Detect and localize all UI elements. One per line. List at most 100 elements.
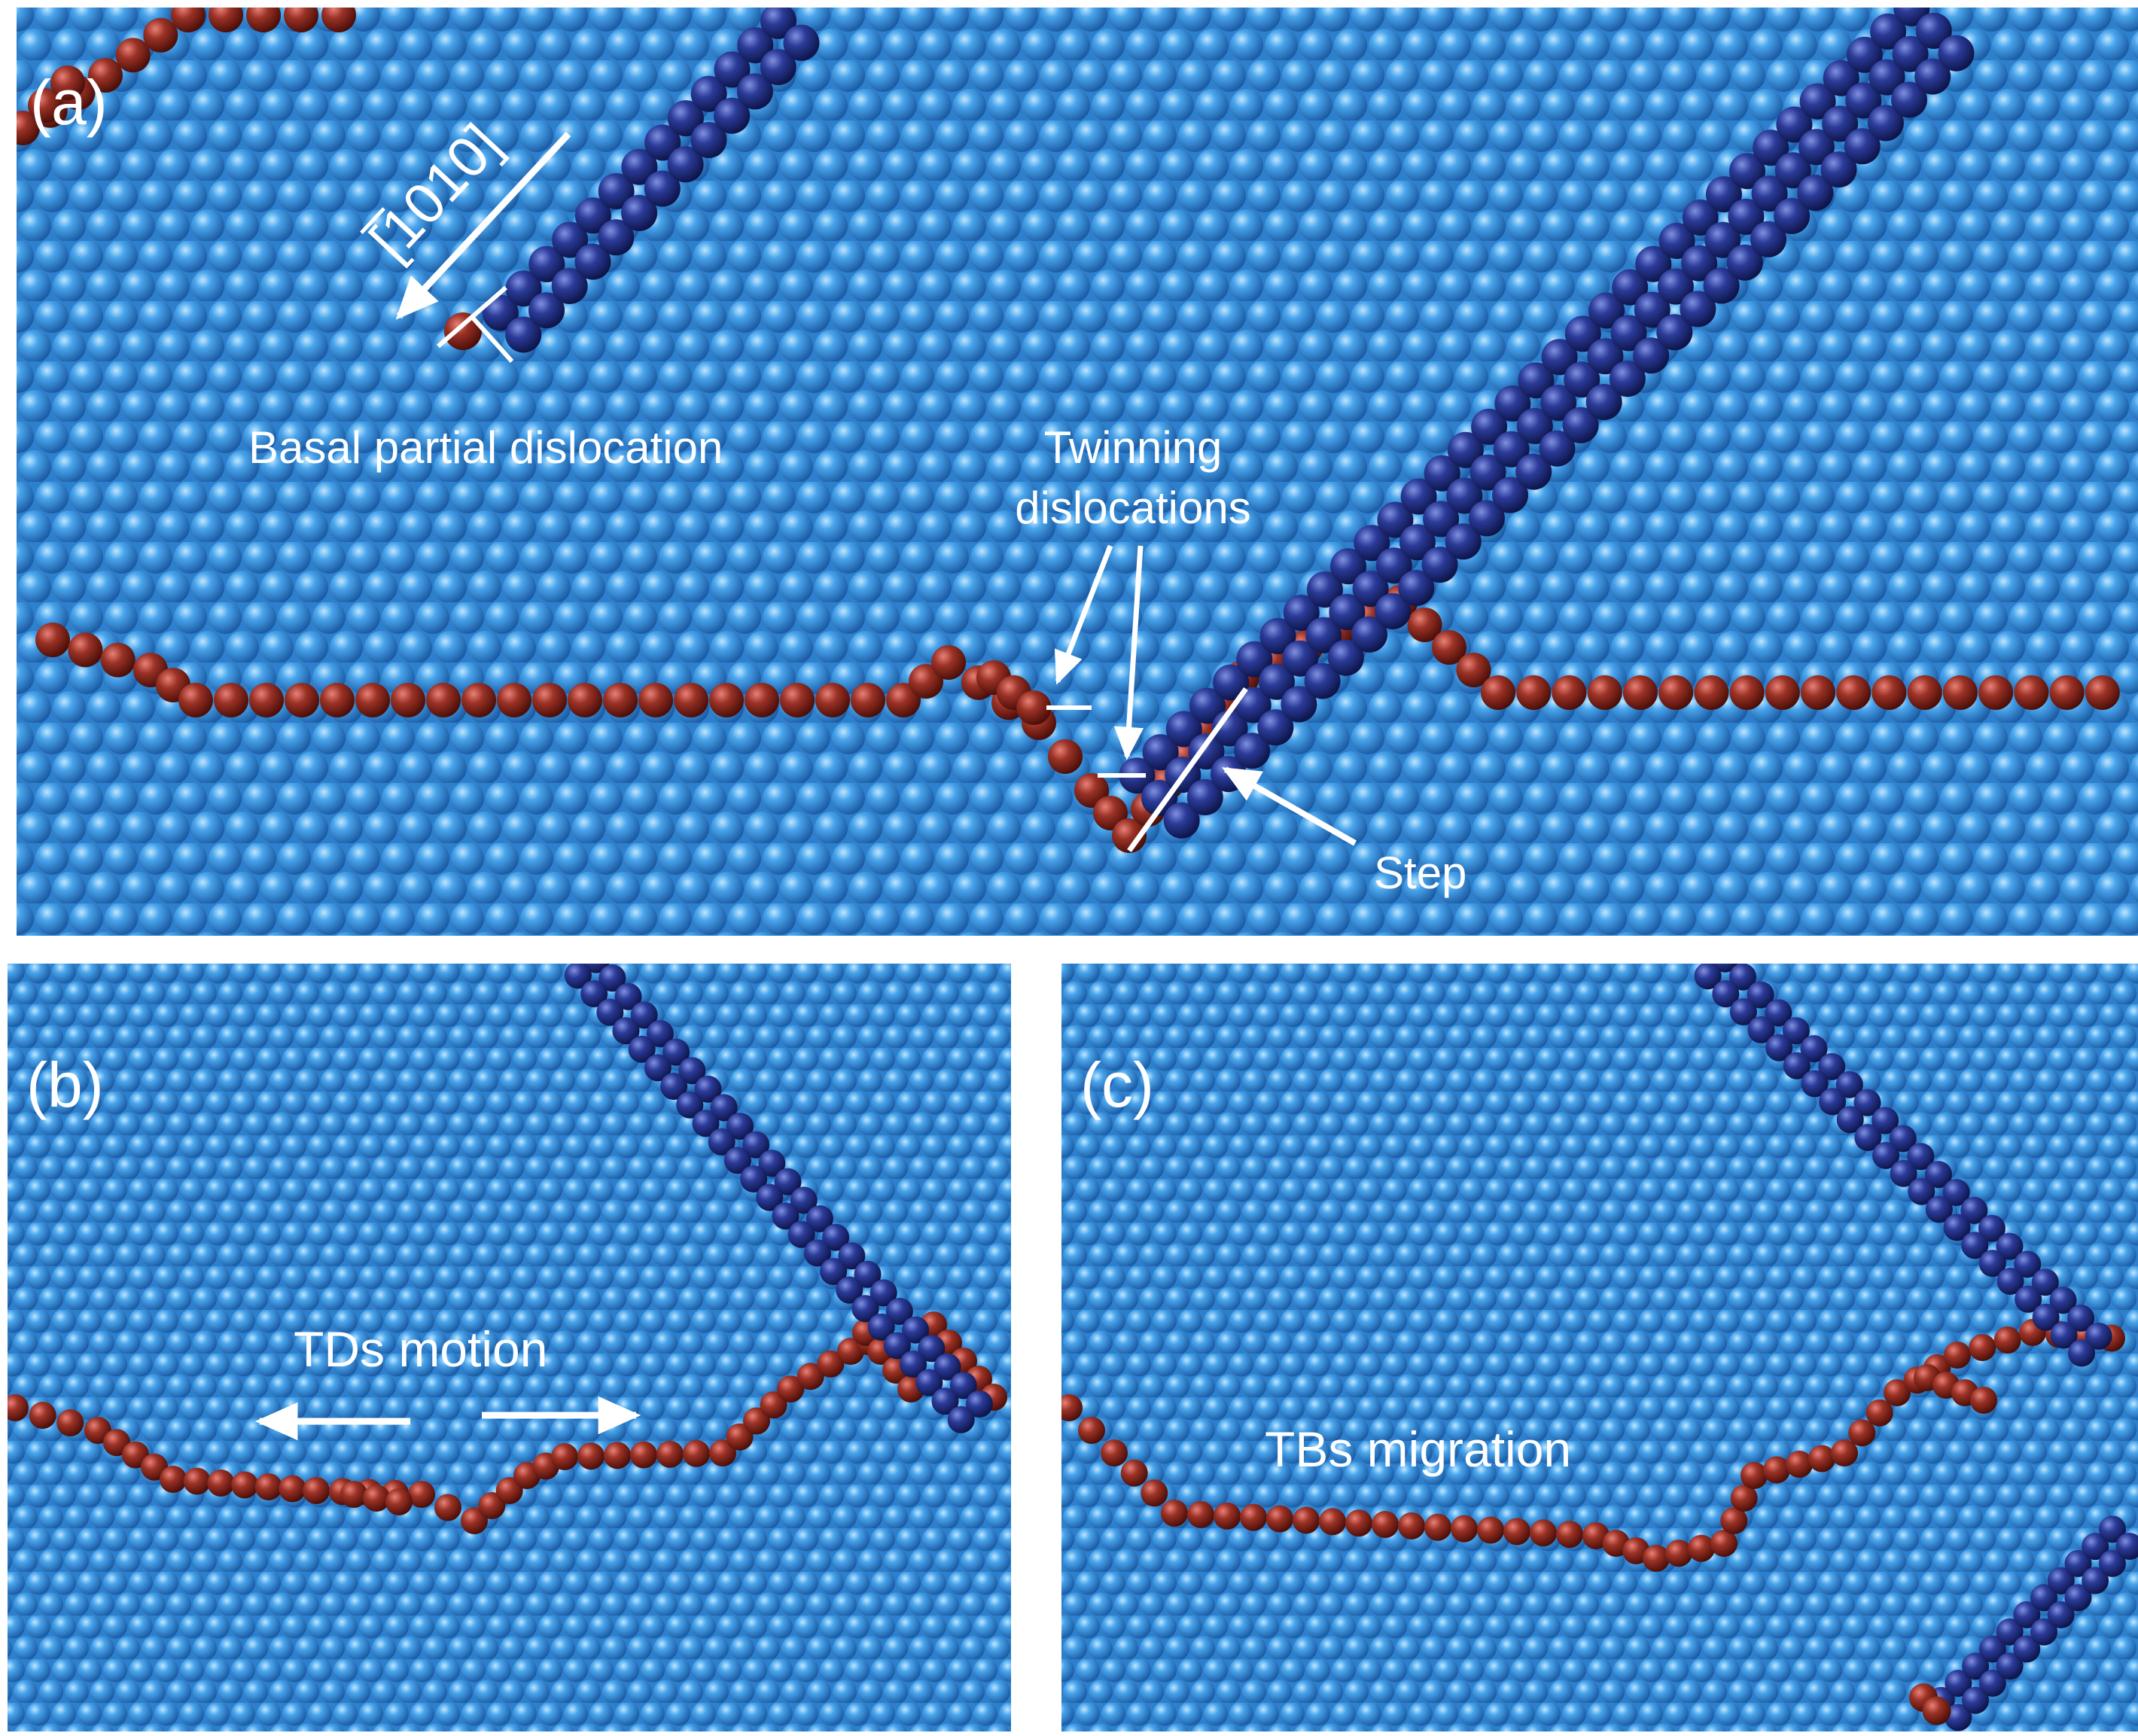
dislocation-atom	[1635, 245, 1672, 282]
dislocation-atom	[1853, 1089, 1881, 1116]
dislocation-atom	[1996, 1618, 2024, 1646]
dislocation-atom	[1633, 337, 1670, 374]
dislocation-atom	[1774, 197, 1811, 234]
dislocation-atom	[1945, 1670, 1972, 1697]
dislocation-atom	[806, 1205, 833, 1232]
twin-boundary-atom	[1969, 1334, 1996, 1361]
twin-boundary-atom	[630, 1441, 657, 1469]
dislocation-atom	[1978, 1635, 2006, 1663]
twin-boundary-atom	[303, 1477, 330, 1504]
dislocation-atom	[1846, 36, 1883, 73]
dislocation-atom	[1925, 1161, 1952, 1189]
dislocation-atom	[1765, 999, 1792, 1027]
dislocation-atom	[1354, 525, 1390, 562]
dislocation-atom	[678, 1057, 706, 1085]
twin-boundary-atom	[1694, 675, 1729, 710]
dislocation-atom	[1801, 1070, 1829, 1098]
twin-boundary-atom	[1665, 1540, 1692, 1567]
twin-boundary-atom	[1319, 1508, 1346, 1536]
twin-boundary-atom	[2085, 675, 2120, 710]
dislocation-atom	[1820, 151, 1857, 188]
dislocation-atom	[2015, 1285, 2042, 1313]
dislocation-atom	[1141, 780, 1177, 816]
twin-boundary-atom	[1214, 1502, 1241, 1530]
dislocation-atom	[947, 1406, 975, 1433]
dislocation-atom	[1539, 430, 1576, 467]
dislocation-atom	[1142, 734, 1179, 771]
twin-boundary-atom	[461, 683, 496, 717]
dislocation-atom	[1681, 245, 1718, 282]
dislocation-atom	[2032, 1303, 2060, 1331]
dislocation-atom	[1657, 268, 1694, 305]
dislocation-atom	[1680, 291, 1716, 327]
dislocation-atom	[790, 1186, 818, 1214]
twin-boundary-atom	[1970, 1387, 1997, 1414]
dislocation-atom	[1818, 1052, 1846, 1080]
twin-boundary-atom	[495, 1477, 523, 1504]
dislocation-atom	[1751, 175, 1788, 212]
dislocation-atom	[737, 27, 774, 64]
dislocation-atom	[614, 982, 642, 1010]
dislocation-atom	[1729, 964, 1756, 991]
twin-boundary-atom	[56, 1409, 84, 1436]
twin-boundary-atom	[1266, 1505, 1293, 1533]
dislocation-atom	[1656, 314, 1693, 351]
dislocation-atom	[1872, 1107, 1899, 1134]
dislocation-atom	[1704, 221, 1741, 258]
twin-boundary-atom	[1993, 1326, 2021, 1354]
dislocation-atom	[551, 267, 588, 304]
dislocation-atom	[644, 1054, 672, 1082]
dislocation-atom	[1471, 408, 1508, 445]
twin-boundary-atom	[638, 683, 673, 717]
dislocation-atom	[867, 1313, 895, 1341]
dislocation-atom	[1515, 453, 1552, 490]
twin-boundary-atom	[931, 645, 966, 680]
panel-c-atom-chains	[1061, 964, 2138, 1731]
dislocation-atom	[644, 124, 681, 161]
twin-boundary-atom	[656, 1440, 684, 1468]
dislocation-atom	[900, 1351, 927, 1378]
dislocation-atom	[598, 964, 626, 992]
twin-boundary-atom	[815, 683, 850, 717]
dislocation-atom	[1945, 1704, 1972, 1731]
dislocation-atom	[1705, 176, 1742, 213]
dislocation-atom	[2049, 1287, 2077, 1314]
dislocation-atom	[692, 1110, 720, 1138]
dislocation-atom	[1798, 129, 1835, 166]
dislocation-atom	[931, 1387, 959, 1415]
dislocation-atom	[1257, 709, 1294, 746]
panel-b-label: (b)	[26, 1049, 104, 1120]
basal-partial-dislocation-symbol	[437, 285, 514, 364]
twin-boundary-atom	[497, 683, 531, 717]
dislocation-atom	[1823, 59, 1859, 96]
dislocation-atom	[1423, 501, 1460, 538]
dislocation-atom	[2030, 1618, 2057, 1646]
dislocation-atom	[714, 51, 751, 88]
dislocation-atom	[628, 1035, 656, 1063]
dislocation-atom	[2115, 1533, 2138, 1560]
twin-boundary-atom	[1865, 1399, 1893, 1427]
dislocation-atom	[1914, 58, 1951, 95]
dislocation-atom	[1329, 593, 1366, 630]
dislocation-atom	[1327, 639, 1364, 676]
dislocation-atom	[1890, 1159, 1917, 1187]
dislocation-atom	[1962, 1686, 1989, 1714]
twin-boundary-atom	[214, 683, 248, 717]
twin-boundary-atom	[1407, 608, 1442, 642]
twin-boundary-atom	[1622, 675, 1658, 710]
dislocation-atom	[1835, 1071, 1863, 1098]
dislocation-atom	[1822, 105, 1859, 142]
dislocation-atom	[1634, 291, 1671, 328]
twin-boundary-atom	[1398, 1512, 1425, 1540]
dislocation-atom	[760, 8, 796, 39]
twin-boundary-atom	[743, 1407, 770, 1435]
dislocation-atom	[1854, 1124, 1882, 1151]
dislocation-atom	[1892, 35, 1929, 72]
twin-boundary-atom	[35, 623, 70, 657]
dislocation-atom	[1564, 361, 1600, 398]
twin-boundary-atom	[1552, 675, 1587, 710]
dislocation-atom	[1352, 571, 1389, 608]
twin-boundary-atom	[50, 65, 85, 100]
twin-boundary-atom	[777, 1375, 804, 1403]
dislocation-atom	[612, 1017, 640, 1045]
